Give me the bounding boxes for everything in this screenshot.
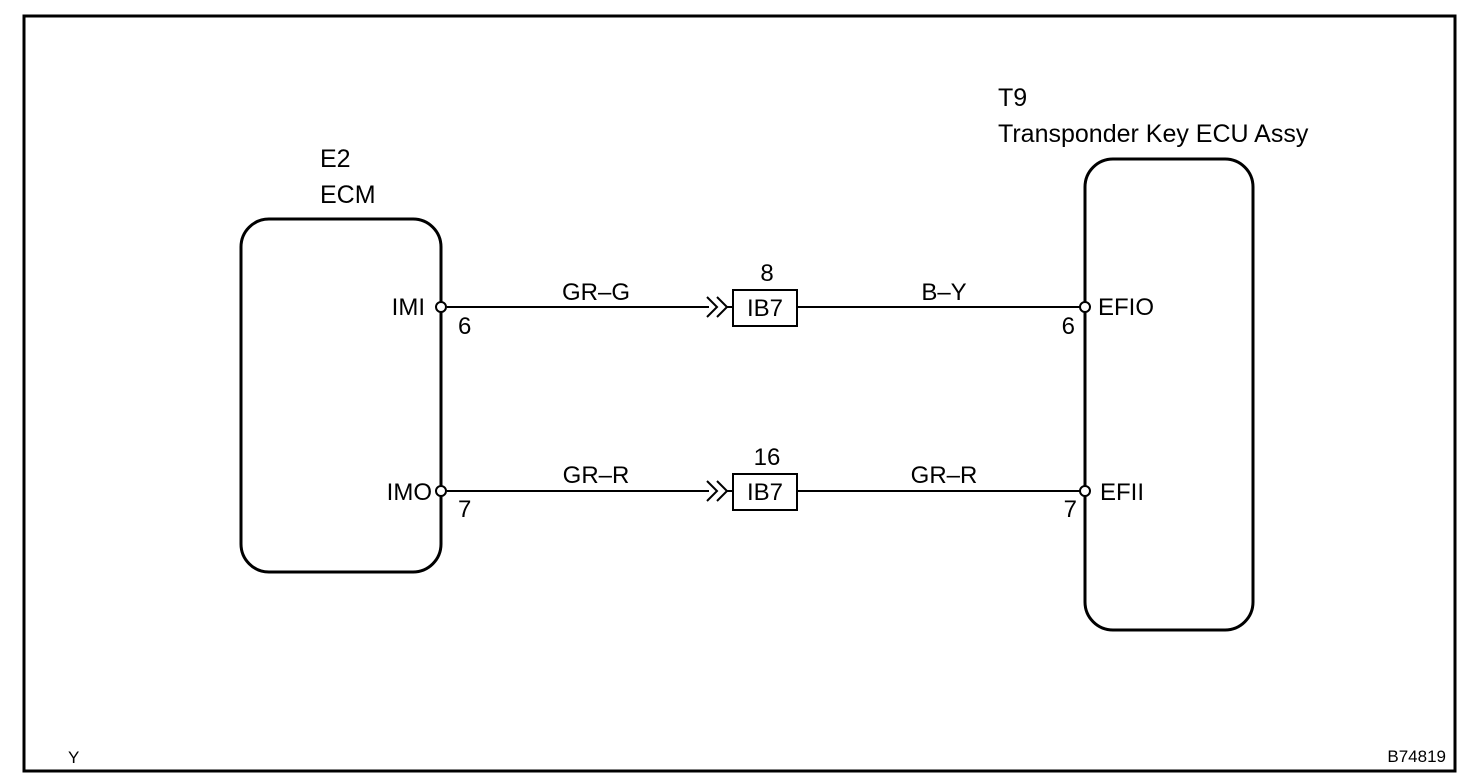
wire-color-label: B–Y	[921, 279, 966, 306]
ecm-name: ECM	[320, 181, 376, 209]
pin-terminal	[1079, 485, 1091, 497]
circuit-imo-efii: IMO 7 GR–R 16 IB7 GR–R EFII 7	[387, 444, 1144, 523]
ecu-pin-number: 6	[1062, 313, 1075, 340]
ecu-pin-name: EFII	[1100, 479, 1144, 506]
ecu-code: T9	[998, 84, 1027, 112]
wire-color-label: GR–R	[911, 462, 978, 489]
diagram-frame	[22, 14, 1457, 773]
connector-pin-number: 8	[760, 260, 773, 287]
ecu-box	[1083, 157, 1255, 632]
ecm-pin-name: IMO	[387, 479, 432, 506]
wire-color-label: GR–G	[562, 279, 630, 306]
ecm-code: E2	[320, 145, 351, 173]
ecm-box	[239, 217, 443, 574]
connector-pin-number: 16	[754, 444, 781, 471]
ecu-pin-number: 7	[1064, 496, 1077, 523]
ecm-pin-number: 6	[458, 313, 471, 340]
connector-box	[732, 289, 798, 327]
connector-box	[732, 473, 798, 511]
ecm-component: E2 ECM	[239, 145, 443, 574]
pin-terminal	[435, 301, 447, 313]
pin-terminal	[1079, 301, 1091, 313]
wire-color-label: GR–R	[563, 462, 630, 489]
connector-code: IB7	[747, 479, 783, 506]
ecu-pin-name: EFIO	[1098, 294, 1154, 321]
connector-chevron	[716, 480, 729, 502]
pin-terminal	[435, 485, 447, 497]
ecm-pin-name: IMI	[392, 294, 425, 321]
connector-code: IB7	[747, 295, 783, 322]
figure-id: B74819	[1387, 747, 1446, 766]
circuit-imi-efio: IMI 6 GR–G 8 IB7 B–Y EFIO 6	[392, 260, 1154, 340]
connector-chevron	[716, 296, 729, 318]
ecu-component: T9 Transponder Key ECU Assy	[998, 84, 1309, 632]
connector-chevron	[706, 480, 719, 502]
connector-chevron	[706, 296, 719, 318]
ecu-name: Transponder Key ECU Assy	[998, 120, 1309, 148]
ecm-pin-number: 7	[458, 496, 471, 523]
footer-left-mark: Y	[68, 748, 79, 767]
